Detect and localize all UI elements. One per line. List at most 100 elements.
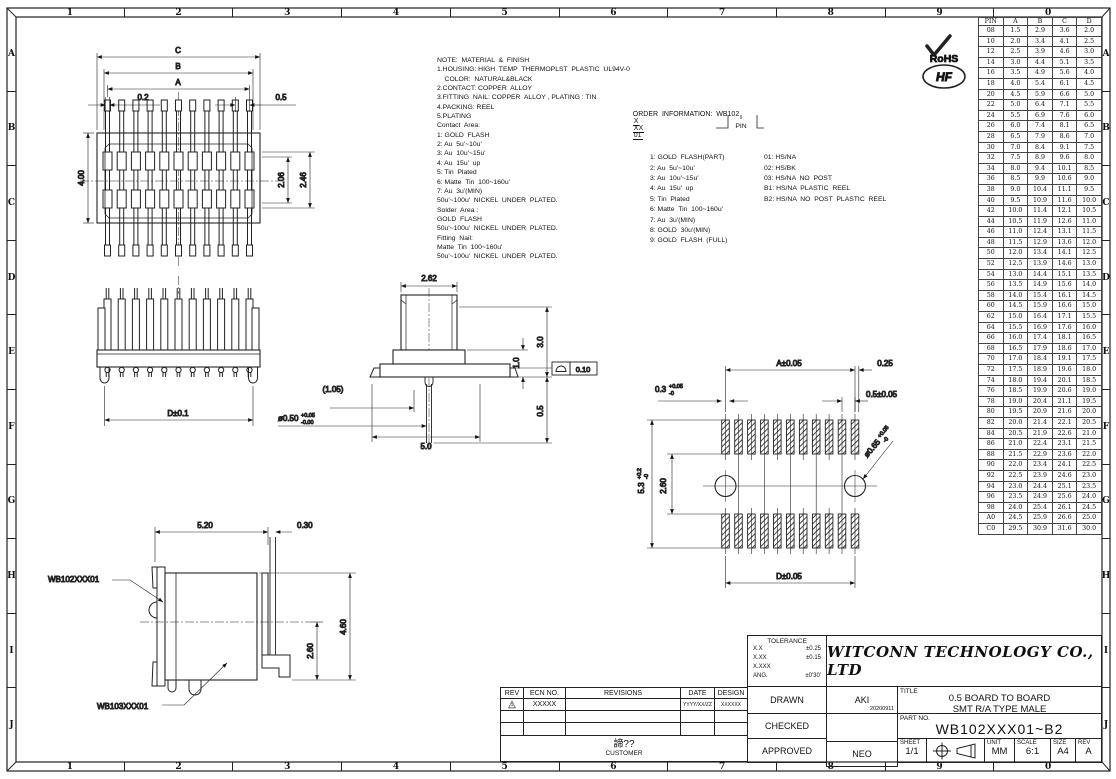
dim-pcb-pitch: 0.5±0.05: [866, 390, 898, 399]
drawn-cell: AKI 20200911: [826, 686, 898, 714]
view-top: C B A 0.2 0.5 4.00 2.06 2.46: [77, 46, 315, 266]
dim-pad-width-sub: -0: [669, 391, 674, 397]
dim-pcb-span-sub: -0: [644, 474, 650, 479]
dim-front-width: D±0.1: [167, 409, 189, 418]
sheet-cell: SHEET 1/1: [897, 738, 927, 763]
checked-cell: NEO: [826, 741, 898, 767]
dim-c: C: [175, 46, 181, 55]
view-pcb-layout: A±0.05 0.25 0.3 +0.05 -0 0.5±0.05 5.3 +0…: [637, 359, 898, 588]
part-no-box: PART NO. WB102XXX01~B2: [897, 713, 1102, 739]
company-name: WITCONN TECHNOLOGY CO., LTD: [826, 635, 1102, 687]
revision-triangle-icon: △ 1: [508, 698, 516, 710]
rev-value: A: [1085, 746, 1092, 757]
dim-pitch: 0.5: [275, 93, 287, 102]
view-front: D±0.1: [96, 276, 261, 426]
rev-row3-cell: [500, 722, 524, 736]
label-male-part: WB102XXX01: [48, 575, 100, 584]
customer-label: CUSTOMER: [605, 749, 643, 757]
dim-mated-center: 2.60: [306, 643, 315, 659]
size-cell: SIZE A4: [1050, 738, 1076, 763]
dim-b: B: [175, 62, 180, 71]
dim-pcb-span: 5.3: [637, 482, 646, 494]
dim-body-height: 4.00: [77, 170, 86, 186]
tolerance-title: TOLERANCE: [767, 638, 807, 645]
dim-side-tail: 0.5: [536, 405, 545, 417]
scale-value: 6:1: [1025, 746, 1040, 757]
order-plating-options: 1: GOLD FLASH(PART)2: Au 5u'~10u'3: Au 1…: [650, 154, 728, 245]
dim-pin-dia-sup: +0.05: [301, 413, 315, 419]
dim-hole-dia: ø0.65: [862, 437, 882, 459]
dim-pad-span: 2.46: [299, 172, 308, 188]
hf-text: HF: [936, 70, 953, 84]
scale-cell: SCALE 6:1: [1014, 738, 1051, 763]
dim-pad-width-sup: +0.05: [669, 384, 683, 390]
checked-label: CHECKED: [747, 713, 827, 739]
title-label: TITLE: [900, 688, 918, 695]
dim-hole-dia-sub: -0: [882, 436, 890, 444]
order-info-leaders: [716, 115, 764, 129]
part-no-label: PART NO.: [900, 715, 930, 722]
order-code-suffix: 01: [632, 132, 643, 140]
dim-mated-depth: 5.20: [197, 521, 213, 530]
dim-pad-width: 0.3: [655, 385, 667, 394]
dim-pcb-a: A±0.05: [776, 359, 802, 368]
order-header-text: ORDER INFORMATION: WB102: [632, 111, 740, 118]
projection-symbol-cell: [926, 738, 985, 763]
order-code-plating: X: [632, 118, 640, 126]
dim-side-height: 3.0: [536, 336, 545, 348]
dim-side-top-width: 2.62: [421, 274, 437, 283]
drawn-date: 20200911: [869, 706, 894, 712]
drawing-title-line2: SMT R/A TYPE MALE: [952, 704, 1047, 714]
drawing-title-line1: 0.5 BOARD TO BOARD: [948, 693, 1051, 704]
unit-cell: UNIT MM: [984, 738, 1015, 763]
dim-mated-gap: 0.30: [297, 521, 313, 530]
rohs-text: RoHS: [930, 53, 959, 65]
hf-logo: HF: [922, 64, 966, 89]
order-pin-label: PIN: [735, 123, 746, 130]
third-angle-projection-icon: [932, 742, 975, 759]
dim-pcb-edge: 0.25: [877, 359, 893, 368]
dim-nail-offset: (1.05): [323, 385, 344, 394]
